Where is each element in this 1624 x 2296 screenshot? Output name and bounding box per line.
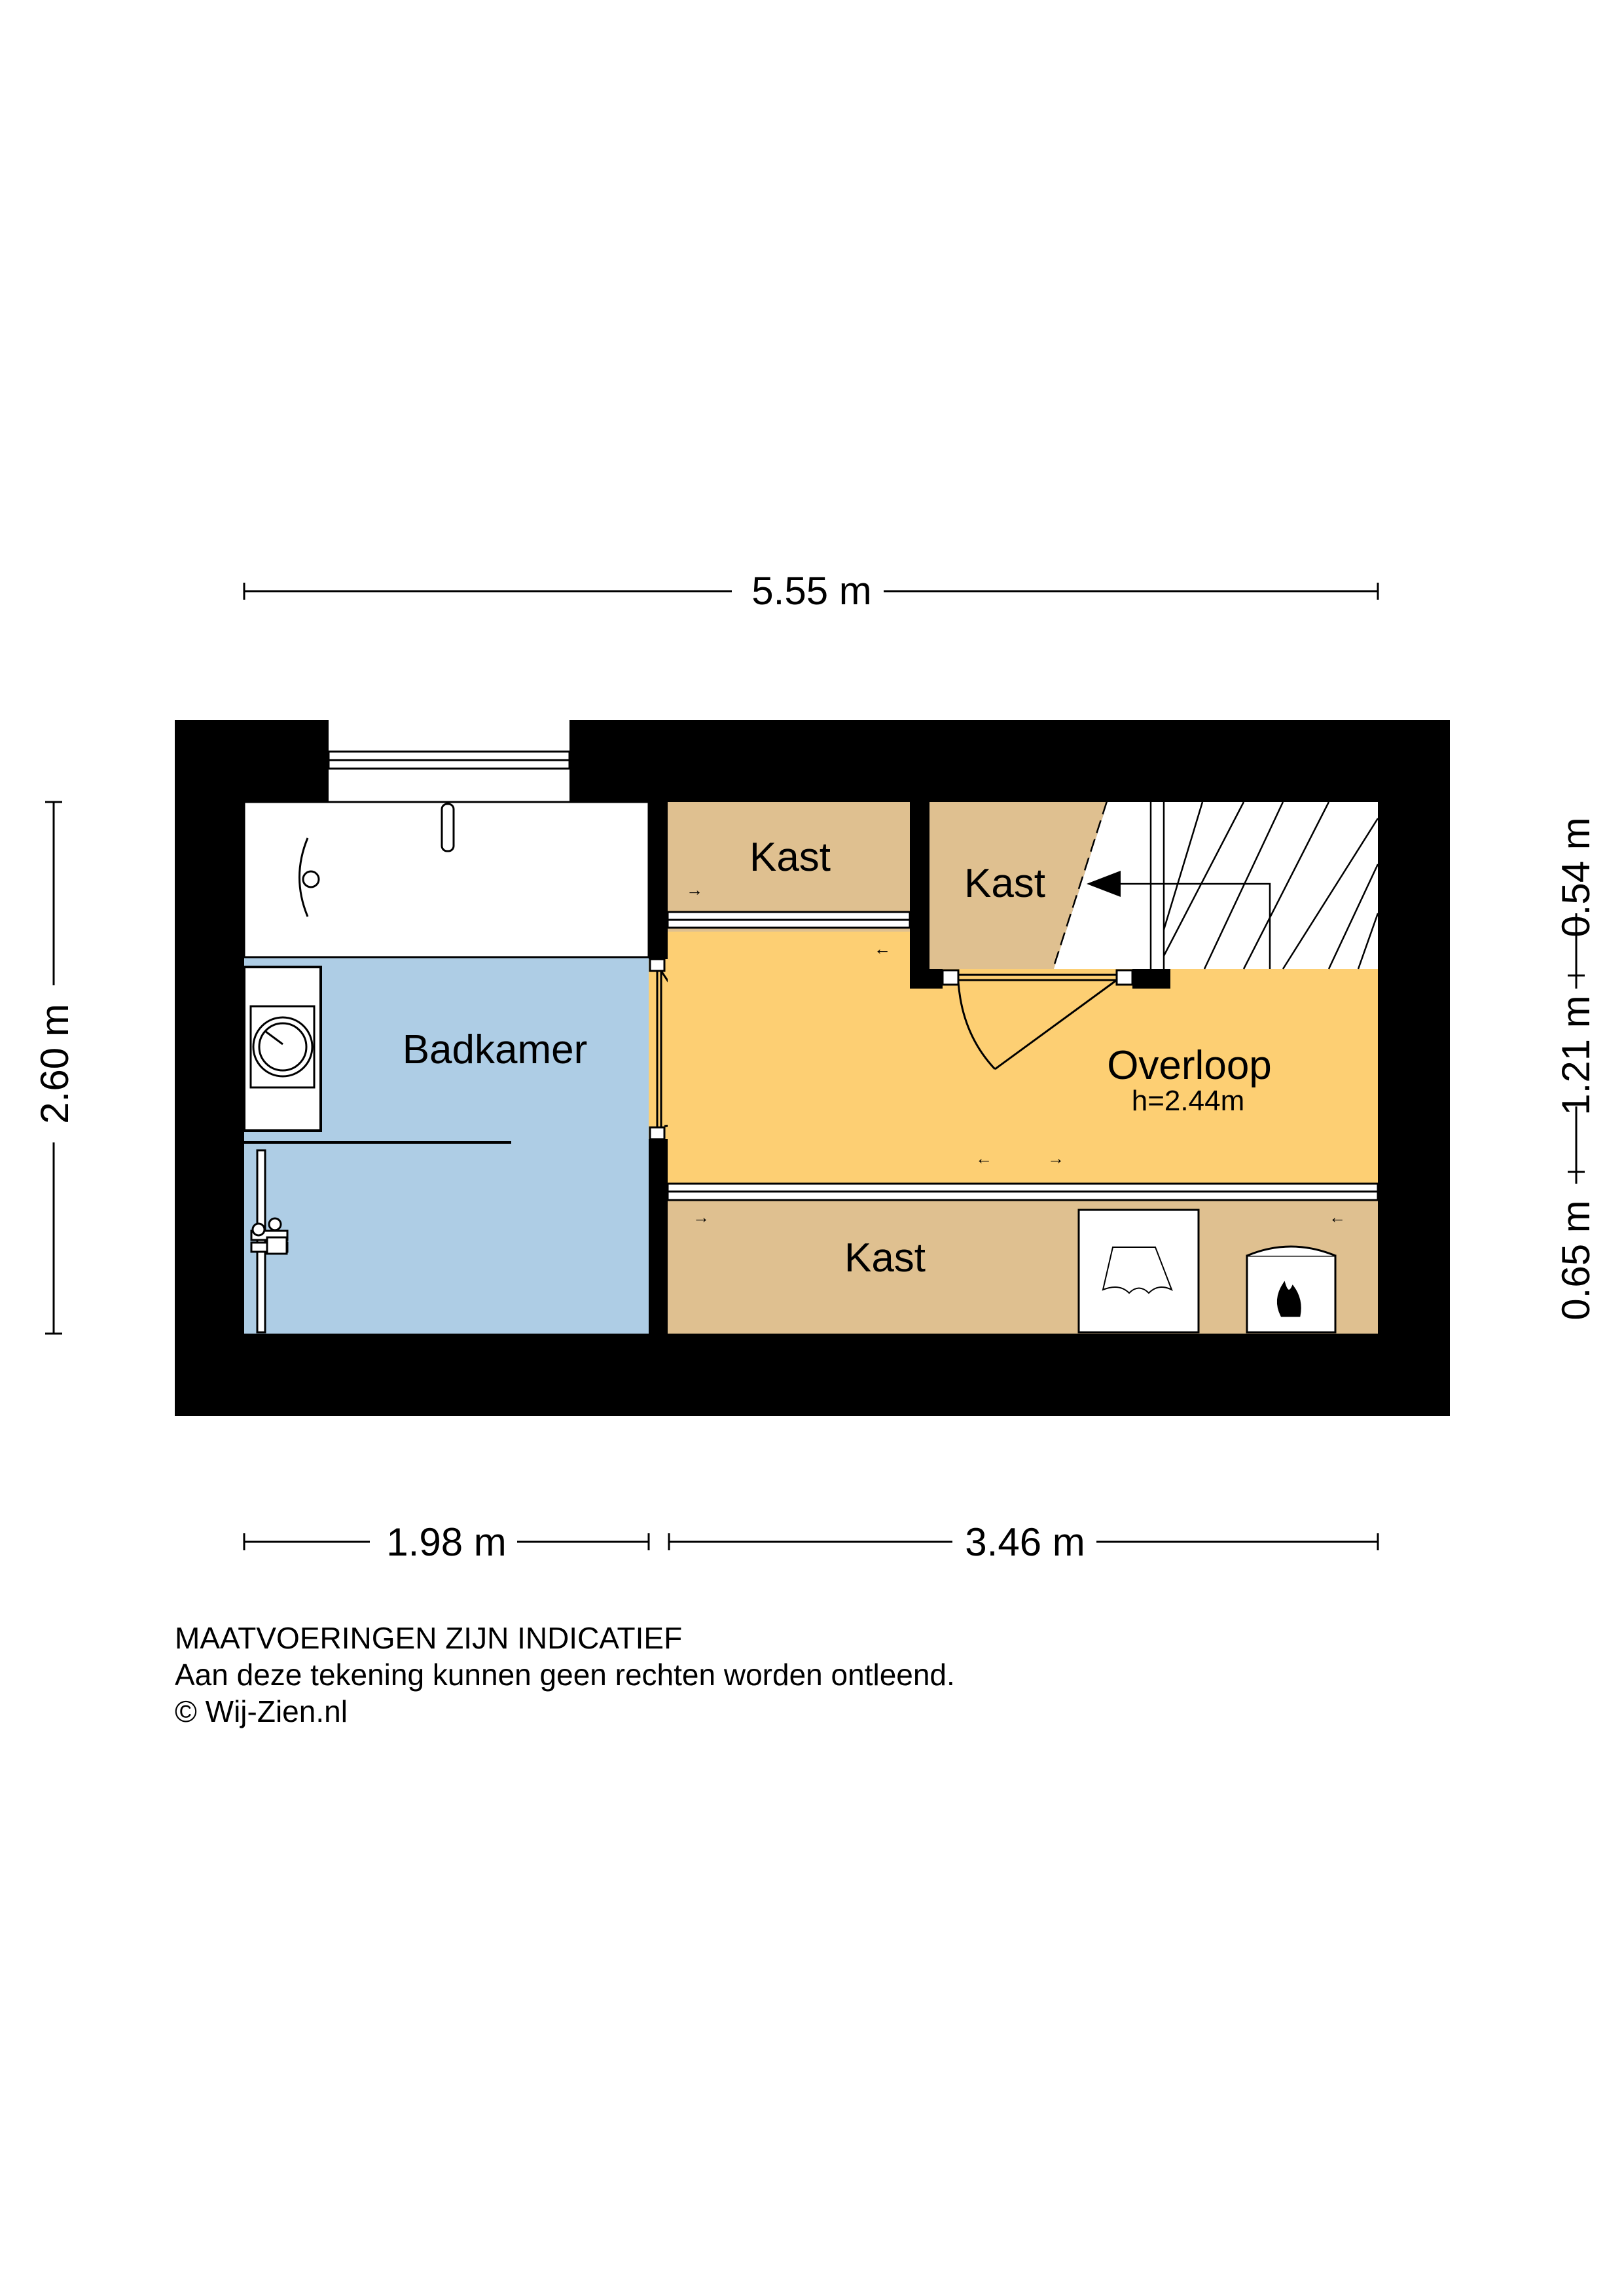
- sink-icon: [249, 1005, 316, 1089]
- staircase: [1054, 802, 1378, 969]
- room-label-badkamer: Badkamer: [403, 1027, 588, 1072]
- disclaimer: MAATVOERINGEN ZIJN INDICATIEF Aan deze t…: [175, 1620, 955, 1730]
- kast-top-right: [929, 802, 1108, 969]
- kast-top-left-door: [666, 911, 911, 929]
- window-frame: [327, 750, 571, 770]
- svg-text:→: →: [686, 880, 703, 900]
- fireplace-icon: [1246, 1245, 1337, 1334]
- interior-wall-kast: [910, 802, 929, 989]
- overloop-floor: [668, 932, 1378, 1184]
- stair-direction-arrow: [1087, 871, 1121, 897]
- copyright: © Wij-Zien.nl: [175, 1694, 348, 1728]
- room-height-overloop: h=2.44m: [1132, 1085, 1244, 1117]
- kast-top-left: [668, 802, 910, 932]
- kast-bottom-doors: [666, 1182, 1379, 1201]
- dimension-left: 2.60 m: [33, 1004, 77, 1123]
- dimension-bottom-left: 1.98 m: [386, 1520, 506, 1564]
- shower-fixture-icon: [250, 1149, 289, 1334]
- faucet-icon: [298, 803, 455, 917]
- svg-text:←: ←: [874, 939, 891, 958]
- dimension-right-middle: 1.21 m: [1554, 995, 1598, 1115]
- dimension-bottom-right: 3.46 m: [965, 1520, 1085, 1564]
- dimension-top: 5.55 m: [751, 569, 871, 613]
- disclaimer-line-1: MAATVOERINGEN ZIJN INDICATIEF: [175, 1621, 683, 1655]
- stair-treads: [1100, 801, 1379, 970]
- room-label-overloop: Overloop: [1107, 1043, 1272, 1088]
- svg-text:→: →: [693, 1207, 710, 1227]
- dimension-right-bottom: 0.65 m: [1554, 1200, 1598, 1320]
- dimension-right-top: 0.54 m: [1554, 817, 1598, 937]
- stair-wall-right: [1132, 969, 1170, 989]
- door-markers: → ← ← → → ←: [686, 880, 1346, 1227]
- kast-right-door: [941, 969, 1134, 1070]
- dimension-lines: [45, 583, 1585, 1550]
- stair-wall-left: [910, 969, 943, 989]
- svg-text:←: ←: [1329, 1207, 1346, 1227]
- room-label-kast-top-left: Kast: [749, 835, 831, 880]
- room-label-kast-bottom: Kast: [844, 1235, 926, 1281]
- svg-text:←: ←: [975, 1148, 992, 1168]
- svg-text:→: →: [1047, 1148, 1064, 1168]
- boiler-icon: [1077, 1209, 1200, 1334]
- disclaimer-line-2: Aan deze tekening kunnen geen rechten wo…: [175, 1658, 955, 1692]
- room-label-kast-top-right: Kast: [964, 861, 1045, 906]
